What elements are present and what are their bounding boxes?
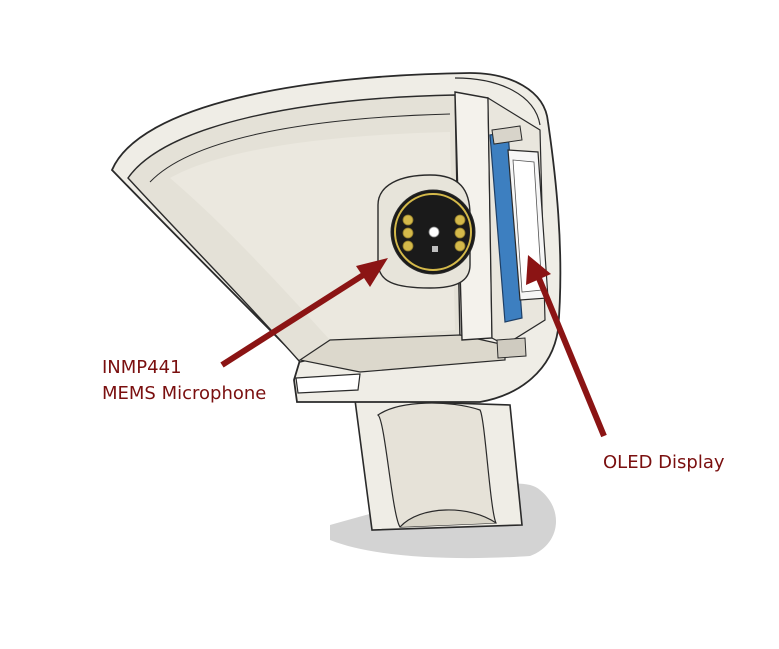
oled-display-module [489, 125, 549, 359]
microphone-label-line2: MEMS Microphone [102, 383, 267, 404]
microphone-arrow-shaft [220, 269, 370, 368]
stem-tube [354, 399, 523, 531]
microphone-label-line1: INMP441 [102, 357, 182, 378]
display-label-text: OLED Display [603, 452, 725, 473]
display-arrow-shaft [535, 274, 607, 438]
mems-microphone-module [377, 174, 476, 289]
microphone-label: INMP441 MEMS Microphone [102, 355, 266, 407]
microphone-arrow-head [356, 258, 388, 287]
gold-pins [402, 214, 466, 252]
housing-shell [110, 72, 562, 403]
display-arrow-head [526, 255, 551, 285]
display-label: OLED Display [603, 450, 725, 476]
